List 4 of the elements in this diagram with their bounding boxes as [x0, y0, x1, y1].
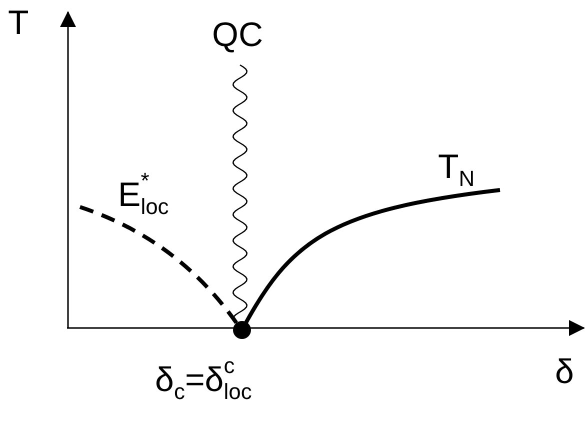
curve-label: T$_{N}$: [438, 150, 475, 190]
axis-label: T: [8, 6, 29, 40]
axis-label: δ: [555, 355, 574, 389]
quantum-critical-label: QC: [212, 18, 263, 52]
